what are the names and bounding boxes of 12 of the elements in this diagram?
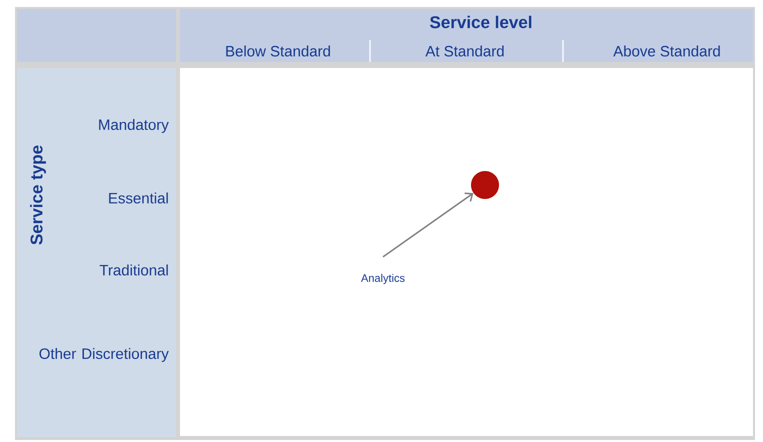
data-point xyxy=(471,171,499,199)
node-label: Analytics xyxy=(361,274,405,284)
row-heading: Traditional xyxy=(100,264,168,276)
row-heading: Essential xyxy=(109,192,168,204)
row-heading: Mandatory xyxy=(99,119,169,133)
column-heading: Below Standard xyxy=(226,46,330,56)
column-heading: At Standard xyxy=(425,46,504,56)
column-heading: Above Standard xyxy=(613,46,720,56)
column-group-heading: Service level xyxy=(430,16,532,28)
arrow xyxy=(382,192,474,258)
row-heading: Other Discretionary xyxy=(39,348,169,362)
row-group-heading: Service type xyxy=(30,146,46,245)
